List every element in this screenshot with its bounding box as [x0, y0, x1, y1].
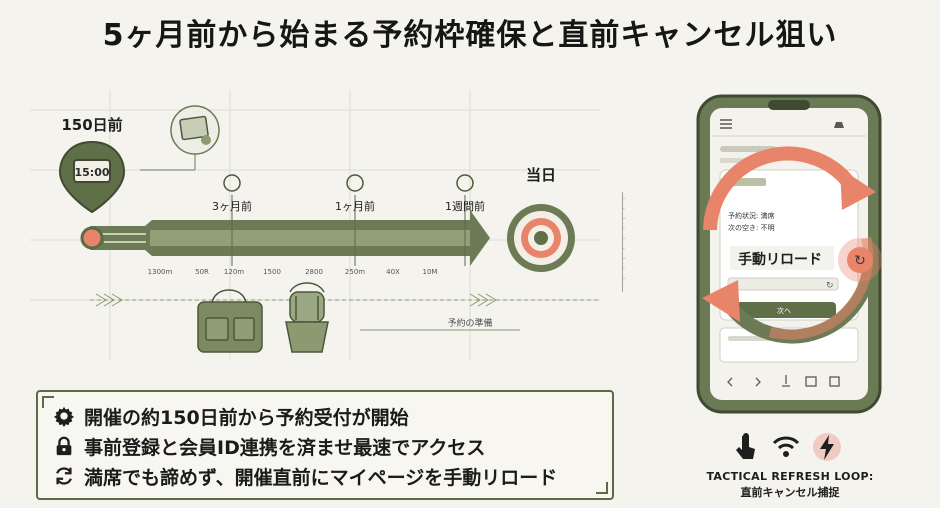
- refresh-button[interactable]: ↻: [838, 238, 882, 282]
- milestone-label: 1週間前: [445, 199, 485, 213]
- input-field[interactable]: [727, 277, 839, 291]
- tablet-icon: [140, 105, 220, 171]
- tick-label: 50R: [195, 268, 209, 276]
- wifi-icon: [772, 436, 800, 457]
- person-key-icon: [346, 174, 364, 192]
- refresh-icon: ↻: [854, 253, 866, 269]
- timeline-diagram: 150日前 15:00 3ヶ月前 1ヶ月前 1週間前 当日 1300m 50R 120m…: [30, 90, 600, 360]
- step-text: 開催の約150日前から予約受付が開始: [84, 406, 409, 429]
- milestone-marker: 1週間前: [445, 174, 485, 266]
- refresh-icon: [52, 464, 76, 488]
- reload-label: 手動リロード: [738, 251, 822, 268]
- browser-nav: [727, 375, 840, 387]
- guide-lines: [90, 293, 600, 331]
- clock-display: 15:00: [74, 166, 109, 179]
- milestone-label: 3ヶ月前: [212, 199, 252, 213]
- menu-icon[interactable]: [720, 119, 732, 129]
- target-icon: [507, 204, 575, 272]
- tick-label: 120m: [224, 268, 244, 276]
- milestone-group: 3ヶ月前 1ヶ月前 1週間前: [212, 174, 485, 266]
- milestone-marker: 3ヶ月前: [212, 174, 252, 266]
- lightning-icon: [813, 433, 841, 461]
- tick-label: 1300m: [148, 268, 173, 276]
- start-label: 150日前: [61, 116, 122, 134]
- status-line-2: 次の空き: 不明: [728, 223, 775, 232]
- location-pin-icon: 15:00: [58, 140, 126, 214]
- step-text: 満席でも諦めず、開催直前にマイページを手動リロード: [84, 466, 558, 489]
- loop-caption-subtitle: 直前キャンセル捕捉: [740, 486, 840, 499]
- milestone-label: 1ヶ月前: [335, 199, 375, 213]
- bag-icon: [197, 289, 263, 353]
- reload-small-icon[interactable]: ↻: [826, 281, 834, 291]
- page-title: 5ヶ月前から始まる予約枠確保と直前キャンセル狙い: [102, 18, 838, 53]
- forward-icon[interactable]: [755, 377, 761, 387]
- tabs-icon[interactable]: [829, 376, 840, 387]
- status-line-1: 予約状況: 満席: [728, 211, 775, 220]
- end-label: 当日: [526, 166, 556, 184]
- tick-label: 40X: [386, 268, 400, 276]
- tick-label: 2800: [305, 268, 323, 276]
- timeline-arrow: [90, 210, 490, 266]
- tap-hand-icon: [736, 433, 755, 459]
- ruler-divider: [622, 192, 626, 292]
- tick-label: 250m: [345, 268, 365, 276]
- tick-labels: 1300m 50R 120m 1500 2800 250m 40X 10M: [148, 268, 438, 276]
- back-icon[interactable]: [727, 377, 733, 387]
- loop-caption: TACTICAL REFRESH LOOP: 直前キャンセル捕捉: [700, 470, 880, 500]
- next-button-label: 次へ: [777, 306, 791, 315]
- next-button[interactable]: [732, 302, 836, 318]
- bottom-icons: [732, 432, 842, 462]
- step-row: 開催の約150日前から予約受付が開始: [52, 402, 409, 430]
- start-dot: [80, 226, 104, 250]
- phone-illustration: 予約状況: 満席 次の空き: 不明 ↻ 次へ 手動リロード ↻: [696, 94, 882, 414]
- info-box: 開催の約150日前から予約受付が開始 事前登録と会員ID連携を済ませ最速でアクセ…: [36, 390, 614, 500]
- lock-icon: [52, 434, 76, 458]
- bookmark-icon[interactable]: [805, 376, 817, 387]
- compass-icon: [456, 174, 474, 192]
- clock-icon: [223, 174, 241, 192]
- share-icon[interactable]: [782, 375, 790, 387]
- gear-icon: [52, 404, 76, 428]
- milestone-marker: 1ヶ月前: [335, 174, 375, 266]
- bell-icon[interactable]: [834, 122, 844, 131]
- tick-label: 1500: [263, 268, 281, 276]
- baby-carrier-icon: [285, 282, 329, 353]
- step-text: 事前登録と会員ID連携を済ませ最速でアクセス: [84, 436, 486, 459]
- step-row: 事前登録と会員ID連携を済ませ最速でアクセス: [52, 432, 485, 460]
- step-row: 満席でも諦めず、開催直前にマイページを手動リロード: [52, 462, 557, 490]
- tick-label: 10M: [423, 268, 438, 276]
- prep-label: 予約の準備: [447, 317, 492, 329]
- loop-caption-title: TACTICAL REFRESH LOOP:: [706, 470, 874, 483]
